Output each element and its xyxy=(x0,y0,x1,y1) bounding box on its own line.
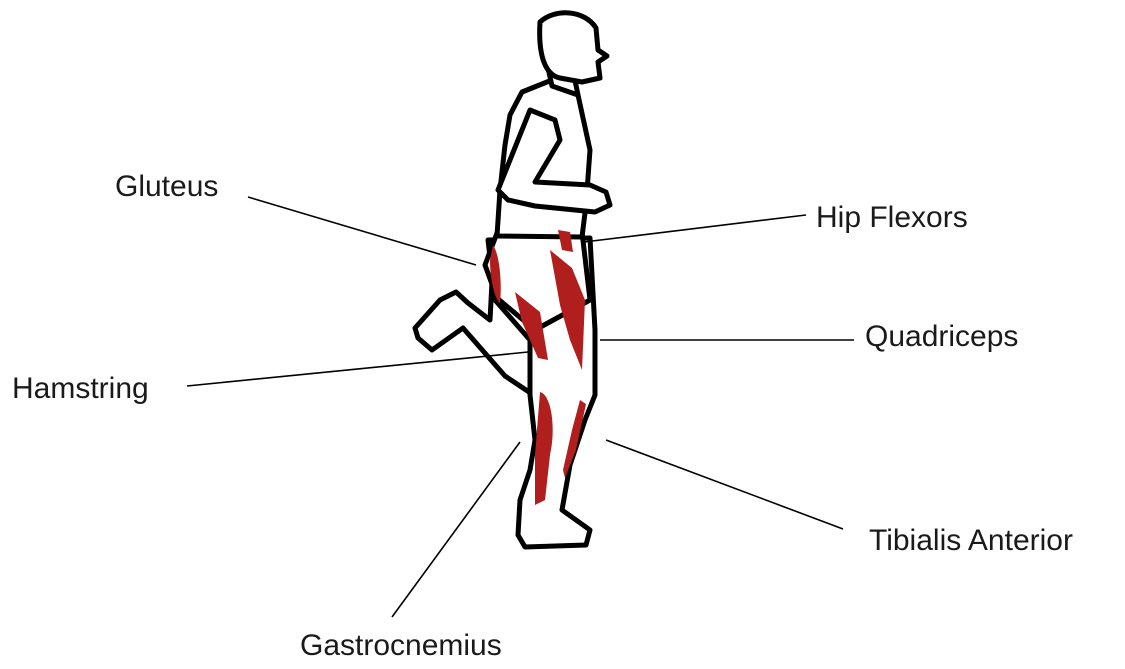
hamstring-leader xyxy=(187,352,528,386)
tibialis-anterior-leader xyxy=(606,440,843,529)
label-quadriceps: Quadriceps xyxy=(865,322,1018,352)
label-hamstring: Hamstring xyxy=(12,374,149,404)
hip-flexors-leader xyxy=(584,215,806,242)
label-hip-flexors: Hip Flexors xyxy=(816,203,968,233)
gluteus-leader xyxy=(248,197,476,265)
label-tibialis-anterior: Tibialis Anterior xyxy=(869,526,1073,556)
gastrocnemius-leader xyxy=(392,442,520,617)
head xyxy=(540,13,607,82)
label-gluteus: Gluteus xyxy=(115,172,218,202)
label-gastrocnemius: Gastrocnemius xyxy=(300,631,502,661)
